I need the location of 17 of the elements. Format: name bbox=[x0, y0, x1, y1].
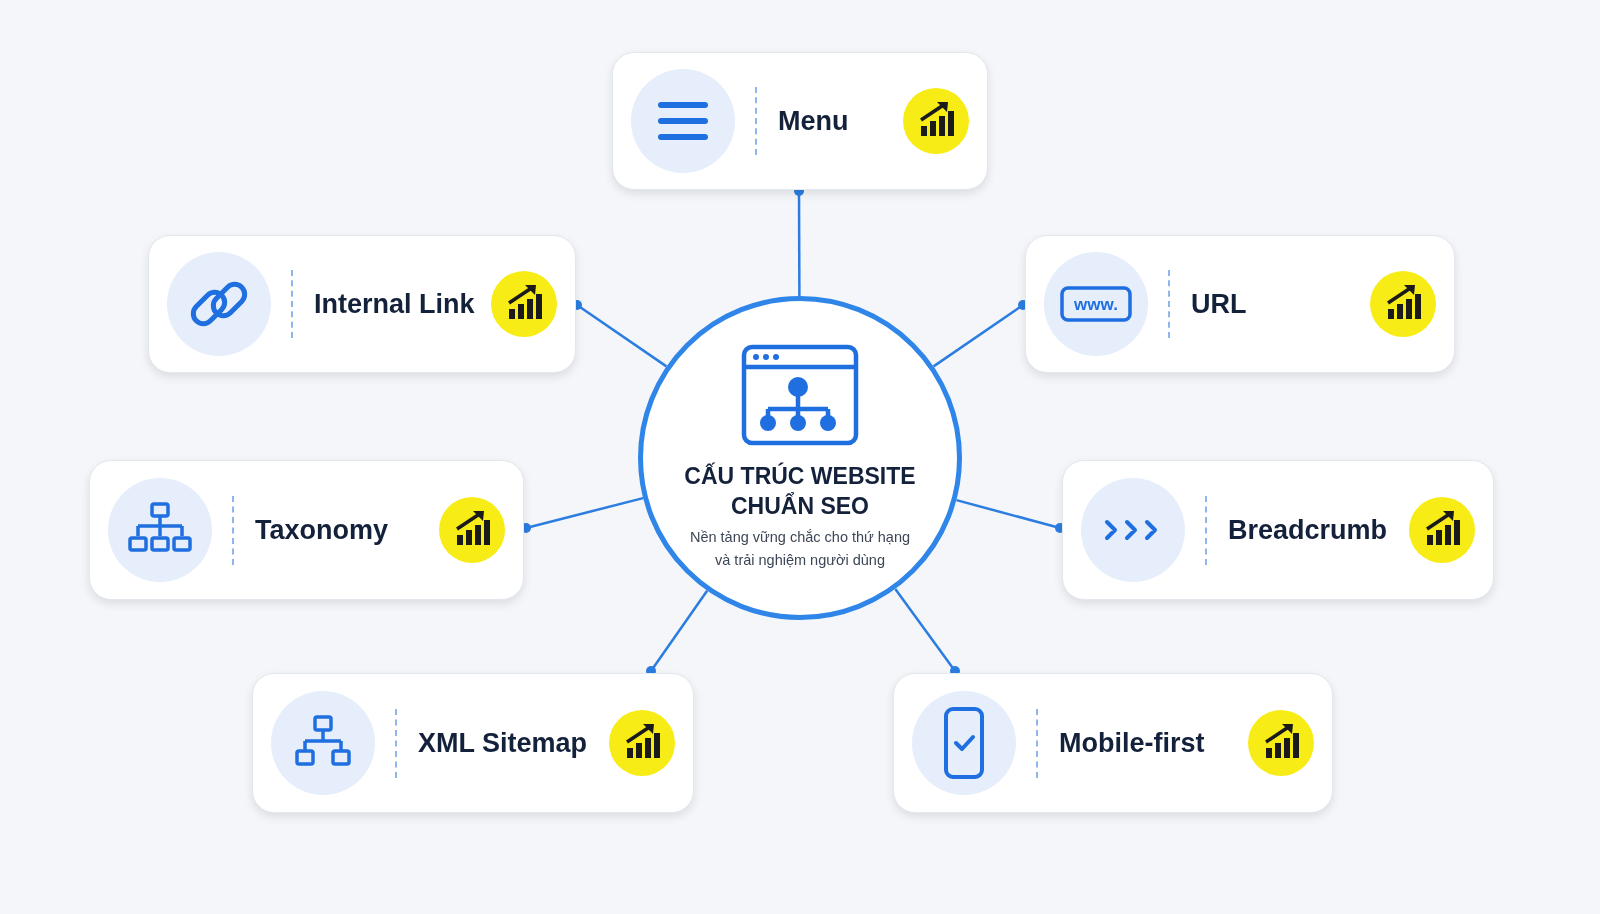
topic-card bbox=[89, 460, 524, 600]
topic-card bbox=[252, 673, 694, 813]
card-label: Mobile-first bbox=[1059, 727, 1205, 759]
www-icon: www. bbox=[1044, 252, 1148, 356]
card-label: Taxonomy bbox=[255, 514, 389, 546]
hub-subtitle: Nền tảng vững chắc cho thứ hạng và trải nghiệm người dùng bbox=[688, 528, 912, 570]
card-label: XML Sitemap bbox=[418, 727, 588, 759]
topic-card bbox=[1025, 235, 1455, 373]
topic-card bbox=[148, 235, 576, 373]
card-label: Internal Link bbox=[314, 288, 475, 320]
card-label: Breadcrumb bbox=[1228, 514, 1388, 546]
card-label: URL bbox=[1191, 288, 1247, 320]
topic-card bbox=[1062, 460, 1494, 600]
topic-card bbox=[612, 52, 988, 190]
topic-card bbox=[893, 673, 1333, 813]
card-label: Menu bbox=[778, 105, 849, 137]
hub-title: CẤU TRÚC WEBSITE CHUẨN SEO bbox=[683, 461, 917, 521]
